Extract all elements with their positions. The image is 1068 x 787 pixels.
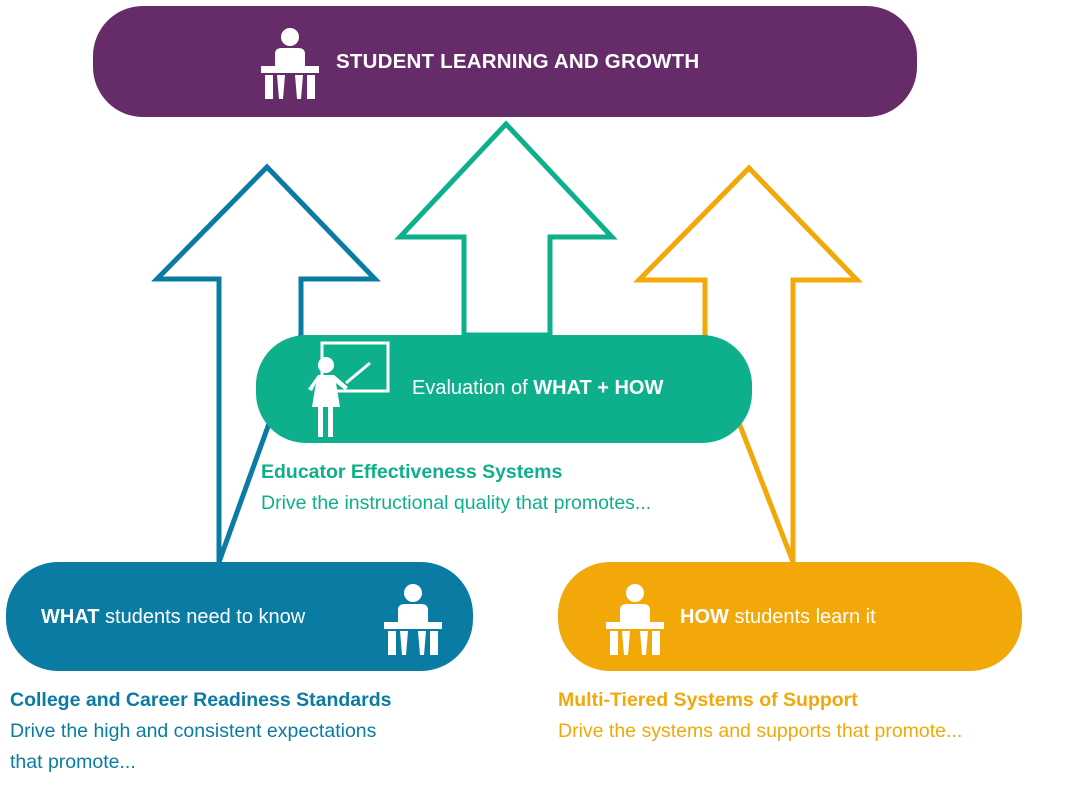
what-label-bold: WHAT (41, 606, 100, 628)
blue-arrow (151, 163, 381, 563)
evaluation-box: Evaluation of WHAT + HOW (256, 335, 752, 443)
caption-body-line1: Drive the high and consistent expectatio… (10, 720, 377, 742)
how-label-plain: students learn it (728, 606, 876, 628)
how-students-learn-box: HOW students learn it (558, 562, 1022, 671)
educator-effectiveness-caption: Educator Effectiveness Systems Drive the… (261, 457, 651, 519)
ccr-standards-caption: College and Career Readiness Standards D… (10, 685, 391, 778)
student-at-desk-icon (261, 28, 319, 99)
mtss-caption: Multi-Tiered Systems of Support Drive th… (558, 685, 962, 747)
student-learning-growth-box: STUDENT LEARNING AND GROWTH (93, 6, 917, 117)
student-at-desk-icon (384, 584, 442, 655)
teacher-at-board-icon (308, 341, 390, 437)
how-label-bold: HOW (680, 606, 729, 628)
evaluation-label-bold: WHAT + HOW (533, 377, 664, 399)
student-at-desk-icon (606, 584, 664, 655)
green-arrow (394, 120, 618, 338)
what-label: WHAT students need to know (41, 606, 305, 629)
orange-arrow (633, 164, 863, 563)
what-students-know-box: WHAT students need to know (6, 562, 473, 671)
what-label-plain: students need to know (99, 606, 306, 628)
caption-title: Multi-Tiered Systems of Support (558, 689, 858, 711)
evaluation-label-plain: Evaluation of (412, 377, 534, 399)
caption-body: Drive the systems and supports that prom… (558, 720, 963, 742)
caption-title: Educator Effectiveness Systems (261, 461, 563, 483)
evaluation-label: Evaluation of WHAT + HOW (412, 377, 663, 400)
caption-title: College and Career Readiness Standards (10, 689, 392, 711)
caption-body-line2: that promote... (10, 751, 136, 773)
caption-body: Drive the instructional quality that pro… (261, 492, 652, 514)
top-box-label: STUDENT LEARNING AND GROWTH (336, 50, 700, 73)
how-label: HOW students learn it (680, 606, 876, 629)
